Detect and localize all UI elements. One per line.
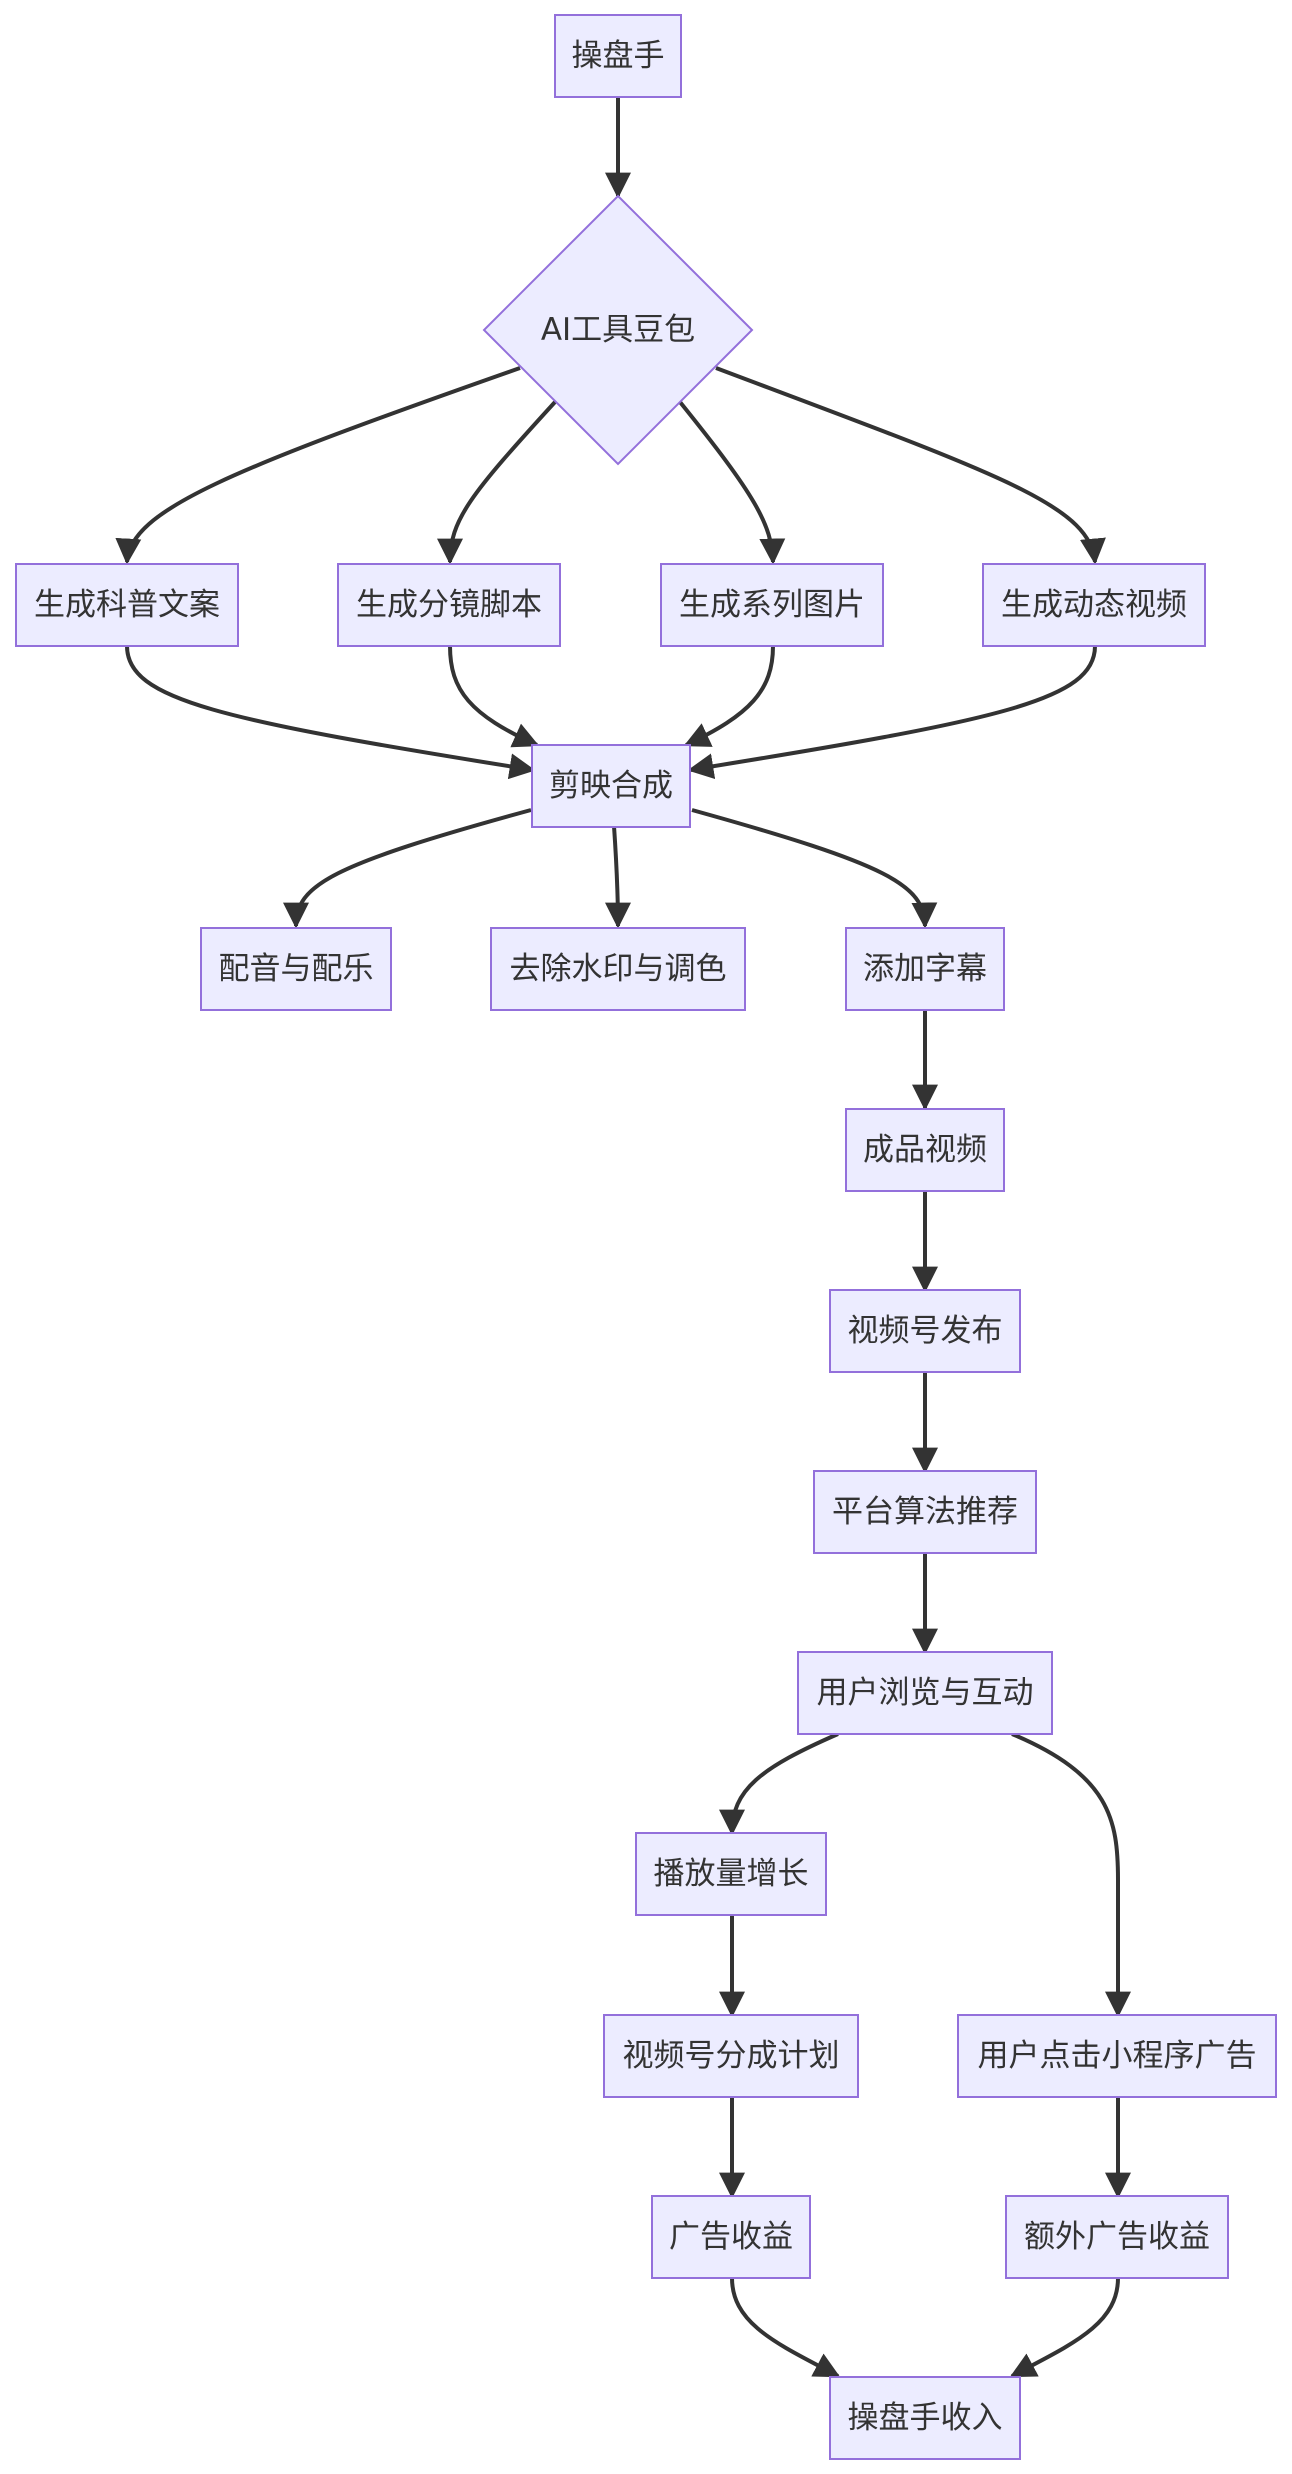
node-ad-click[interactable]: 用户点击小程序广告 <box>957 2014 1277 2098</box>
node-capcut-label: 剪映合成 <box>549 768 673 804</box>
node-operator-income[interactable]: 操盘手收入 <box>829 2376 1021 2460</box>
node-gen-video[interactable]: 生成动态视频 <box>982 563 1206 647</box>
node-plays-growth[interactable]: 播放量增长 <box>635 1832 827 1916</box>
node-operator-income-label: 操盘手收入 <box>848 2400 1003 2436</box>
node-capcut[interactable]: 剪映合成 <box>531 744 691 828</box>
edge-gen-images-to-capcut <box>683 645 775 747</box>
edge-gen-copy-to-capcut <box>125 645 536 780</box>
node-ad-revenue[interactable]: 广告收益 <box>651 2195 811 2279</box>
node-gen-copy[interactable]: 生成科普文案 <box>15 563 239 647</box>
node-browse-label: 用户浏览与互动 <box>817 1675 1034 1711</box>
node-plays-growth-label: 播放量增长 <box>654 1856 809 1892</box>
node-extra-ad-revenue[interactable]: 额外广告收益 <box>1005 2195 1229 2279</box>
node-ad-revenue-label: 广告收益 <box>669 2219 793 2255</box>
node-gen-video-label: 生成动态视频 <box>1001 587 1187 623</box>
edge-ai-tool-to-gen-video <box>715 366 1106 565</box>
edge-extra-ad-revenue-to-income <box>1009 2277 1120 2378</box>
node-browse[interactable]: 用户浏览与互动 <box>797 1651 1053 1735</box>
node-algorithm-label: 平台算法推荐 <box>832 1494 1018 1530</box>
node-ai-tool[interactable]: AI工具豆包 <box>482 194 754 466</box>
node-publish[interactable]: 视频号发布 <box>829 1289 1021 1373</box>
edge-gen-storyboard-to-capcut <box>448 645 540 748</box>
edge-capcut-to-watermark-color <box>604 825 631 929</box>
nodes: 操盘手 AI工具豆包 生成科普文案 生成分镜脚本 生成系列图片 生成动态视频 剪… <box>15 14 1277 2460</box>
node-revenue-share-label: 视频号分成计划 <box>623 2038 840 2074</box>
edge-ai-tool-to-gen-storyboard <box>437 400 557 565</box>
edge-capcut-to-subtitles <box>691 808 938 929</box>
edge-browse-to-plays-growth <box>719 1732 839 1836</box>
node-gen-storyboard[interactable]: 生成分镜脚本 <box>337 563 561 647</box>
node-watermark-color-label: 去除水印与调色 <box>510 951 727 987</box>
node-revenue-share[interactable]: 视频号分成计划 <box>603 2014 859 2098</box>
node-gen-storyboard-label: 生成分镜脚本 <box>356 587 542 623</box>
node-ai-tool-label: AI工具豆包 <box>541 312 695 348</box>
node-publish-label: 视频号发布 <box>848 1313 1003 1349</box>
node-ad-click-label: 用户点击小程序广告 <box>978 2038 1257 2074</box>
node-final-video-label: 成品视频 <box>863 1132 987 1168</box>
edge-browse-to-ad-click <box>1011 1732 1131 2018</box>
node-gen-copy-label: 生成科普文案 <box>34 587 220 623</box>
edge-ad-revenue-to-income <box>730 2277 841 2378</box>
node-dub-music[interactable]: 配音与配乐 <box>200 927 392 1011</box>
edge-gen-video-to-capcut <box>687 645 1097 780</box>
node-subtitles[interactable]: 添加字幕 <box>845 927 1005 1011</box>
node-watermark-color[interactable]: 去除水印与调色 <box>490 927 746 1011</box>
edge-ai-tool-to-gen-copy <box>115 366 521 565</box>
node-final-video[interactable]: 成品视频 <box>845 1108 1005 1192</box>
node-subtitles-label: 添加字幕 <box>863 951 987 987</box>
node-operator[interactable]: 操盘手 <box>554 14 682 98</box>
node-gen-images-label: 生成系列图片 <box>679 587 865 623</box>
node-gen-images[interactable]: 生成系列图片 <box>660 563 884 647</box>
node-operator-label: 操盘手 <box>572 38 665 74</box>
edge-ai-tool-to-gen-images <box>678 400 786 565</box>
node-extra-ad-revenue-label: 额外广告收益 <box>1024 2219 1210 2255</box>
edge-capcut-to-dub-music <box>283 808 532 929</box>
node-dub-music-label: 配音与配乐 <box>219 951 374 987</box>
edges <box>115 97 1131 2378</box>
node-algorithm[interactable]: 平台算法推荐 <box>813 1470 1037 1554</box>
